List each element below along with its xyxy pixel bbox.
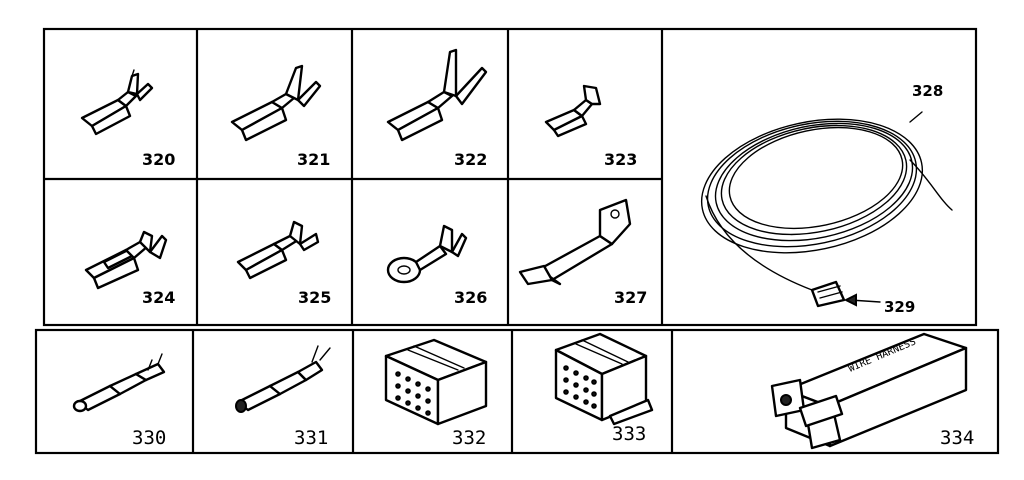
terminal-322 (386, 48, 488, 142)
label-331: 331 (294, 427, 328, 449)
label-330: 330 (132, 427, 166, 449)
bracket-terminal-327 (518, 198, 632, 286)
label-324: 324 (142, 288, 175, 307)
label-323: 323 (604, 150, 637, 169)
label-327: 327 (614, 288, 647, 307)
label-332: 332 (452, 427, 486, 449)
pin-terminal-330 (72, 353, 166, 413)
label-322: 322 (454, 150, 487, 169)
wire-coil-328 (700, 111, 953, 291)
terminal-324 (84, 230, 168, 290)
label-333: 333 (612, 423, 646, 445)
label-325: 325 (298, 288, 331, 307)
label-326: 326 (454, 288, 487, 307)
connector-block-332 (384, 338, 488, 426)
top-grid (42, 27, 978, 327)
terminal-321 (230, 64, 322, 142)
connector-block-333 (554, 332, 654, 426)
terminal-323 (544, 84, 602, 138)
label-321: 321 (297, 150, 330, 169)
wire-nut-329 (810, 280, 881, 308)
label-320: 320 (142, 150, 175, 169)
pin-holes-333 (563, 365, 597, 409)
terminal-325 (236, 220, 320, 280)
label-329: 329 (884, 298, 915, 316)
pin-holes-332 (395, 371, 431, 416)
bottom-row (34, 328, 1000, 455)
ring-terminal-326 (386, 224, 468, 284)
pin-terminal-331 (235, 345, 331, 413)
wire-harness-334: WIRE HARNESS (770, 332, 968, 450)
label-328: 328 (912, 82, 943, 100)
label-334: 334 (940, 427, 974, 449)
terminal-320 (80, 69, 154, 136)
